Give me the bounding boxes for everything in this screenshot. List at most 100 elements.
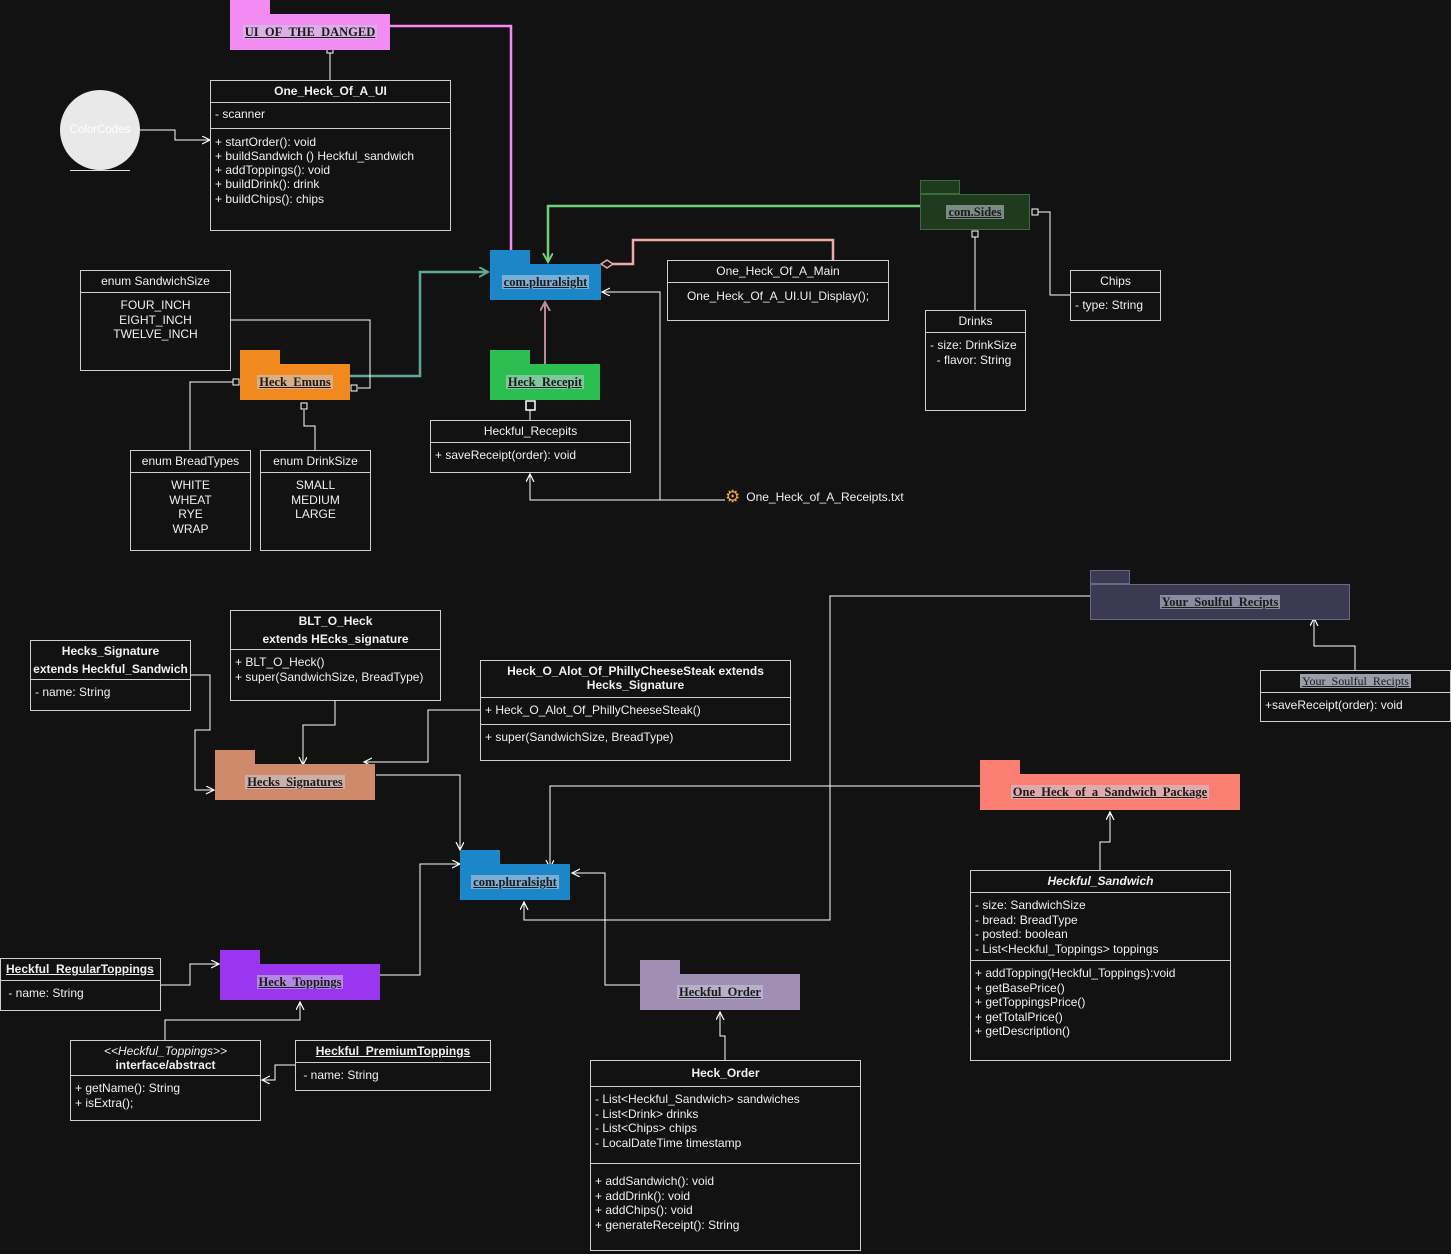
class-methods: +saveReceipt(order): void: [1261, 692, 1450, 717]
enum-sandwich-size[interactable]: enum SandwichSize FOUR_INCH EIGHT_INCH T…: [80, 270, 231, 371]
package-hecks-signatures[interactable]: Hecks_Signatures: [215, 750, 375, 800]
drinksize-connector: [303, 410, 316, 450]
class-heckful-recepits[interactable]: Heckful_Recepits + saveReceipt(order): v…: [430, 420, 631, 473]
colorcodes-connector: [140, 129, 210, 140]
package-tab: [640, 960, 680, 974]
class-methods: + BLT_O_Heck() + super(SandwichSize, Bre…: [231, 649, 440, 688]
class-heck-order[interactable]: Heck_Order - List<Heckful_Sandwich> sand…: [590, 1060, 861, 1251]
toppings-iface-connector: [164, 1002, 300, 1040]
package-tab: [230, 0, 270, 14]
sandwich-pkg-to-pluralsight-connector: [550, 785, 980, 868]
package-tab: [460, 850, 500, 864]
enum-drink-size[interactable]: enum DrinkSize SMALL MEDIUM LARGE: [260, 450, 371, 551]
package-heck-emuns[interactable]: Heck_Emuns: [240, 350, 350, 400]
class-title: Heckful_RegularToppings: [6, 962, 154, 976]
class-attributes: - size: SandwichSize - bread: BreadType …: [971, 892, 1230, 960]
receipts-file-to-pluralsight-connector: [602, 292, 661, 500]
class-title: Drinks: [958, 314, 993, 328]
package-label: Heck_Toppings: [256, 975, 344, 989]
package-label: com.pluralsight: [471, 875, 559, 889]
package-tab: [1090, 570, 1130, 584]
package-tab: [220, 950, 260, 964]
class-attributes: - size: DrinkSize - flavor: String: [926, 332, 1025, 371]
class-one-heck-of-a-main[interactable]: One_Heck_Of_A_Main One_Heck_Of_A_UI.UI_D…: [667, 260, 889, 321]
package-your-soulful-recipts[interactable]: Your_Soulful_Recipts: [1090, 570, 1350, 620]
class-blt-o-heck[interactable]: BLT_O_Heck extends HEcks_signature + BLT…: [230, 610, 441, 701]
package-label: Hecks_Signatures: [245, 775, 345, 789]
package-tab: [980, 760, 1020, 774]
class-title: Heck_O_Alot_Of_PhillyCheeseSteak extends…: [507, 664, 764, 692]
signatures-to-pluralsight-connector: [376, 774, 460, 850]
soulful-class-connector: [1314, 618, 1356, 670]
order-to-pluralsight-connector: [572, 873, 640, 986]
colorcodes-circle[interactable]: ColorCodes: [60, 90, 140, 170]
package-one-heck-of-a-sandwich-package[interactable]: One_Heck_of_a_Sandwich_Package: [980, 760, 1240, 810]
package-com-pluralsight-bottom[interactable]: com.pluralsight: [460, 850, 570, 900]
premium-toppings-connector: [262, 1064, 295, 1080]
sandwichsize-connector: [230, 319, 371, 389]
class-methods: + startOrder(): void + buildSandwich () …: [211, 127, 450, 210]
class-methods: + addTopping(Heckful_Toppings):void + ge…: [971, 960, 1230, 1043]
receipts-file-label: One_Heck_of_A_Receipts.txt: [746, 489, 904, 504]
class-heck-o-alot-of-phillycheesesteak[interactable]: Heck_O_Alot_Of_PhillyCheeseSteak extends…: [480, 660, 791, 761]
enum-title: enum SandwichSize: [101, 274, 210, 288]
heckful-sandwich-connector: [1099, 812, 1110, 870]
main-to-pluralsight-connector: [608, 238, 835, 266]
class-heckful-regular-toppings[interactable]: Heckful_RegularToppings - name: String: [0, 958, 161, 1011]
package-label: Your_Soulful_Recipts: [1159, 595, 1281, 609]
class-methods: + saveReceipt(order): void: [431, 442, 630, 467]
package-label: Heckful_Order: [677, 985, 763, 999]
package-label: com.pluralsight: [501, 275, 590, 289]
receipts-file[interactable]: ⚙ One_Heck_of_A_Receipts.txt: [725, 488, 904, 505]
class-attributes: - name: String: [296, 1062, 490, 1087]
class-body: One_Heck_Of_A_UI.UI_Display();: [668, 282, 888, 308]
class-hecks-signature[interactable]: Hecks_Signature extends Heckful_Sandwich…: [30, 640, 191, 711]
package-label: Heck_Recepit: [505, 375, 585, 389]
philly-connector: [364, 709, 480, 762]
blt-connector: [303, 700, 336, 765]
class-title: Heck_Order: [691, 1066, 760, 1080]
package-heck-toppings[interactable]: Heck_Toppings: [220, 950, 380, 1000]
enum-title: enum DrinkSize: [273, 454, 358, 468]
interface-heckful-toppings[interactable]: <<Heckful_Toppings>> interface/abstract …: [70, 1040, 261, 1121]
package-tab: [240, 350, 280, 364]
breadtypes-connector: [189, 381, 233, 450]
receipts-file-to-recepits-connector: [530, 474, 725, 501]
class-title: One_Heck_Of_A_Main: [716, 264, 840, 278]
package-ui-of-the-danged[interactable]: UI_OF_THE_DANGED: [230, 0, 390, 50]
package-label: UI_OF_THE_DANGED: [242, 25, 378, 39]
class-heckful-sandwich[interactable]: Heckful_Sandwich - size: SandwichSize - …: [970, 870, 1231, 1061]
interface-stereotype: <<Heckful_Toppings>>: [104, 1044, 227, 1058]
toppings-to-pluralsight-connector: [380, 864, 460, 976]
package-com-pluralsight-top[interactable]: com.pluralsight: [490, 250, 601, 300]
enum-bread-types[interactable]: enum BreadTypes WHITE WHEAT RYE WRAP: [130, 450, 251, 551]
class-methods: + super(SandwichSize, BreadType): [481, 723, 790, 749]
package-heckful-order[interactable]: Heckful_Order: [640, 960, 800, 1010]
package-label: One_Heck_of_a_Sandwich_Package: [1010, 785, 1210, 799]
class-your-soulful-recipts[interactable]: Your_Soulful_Recipts +saveReceipt(order)…: [1260, 670, 1451, 722]
enum-title: enum BreadTypes: [141, 454, 240, 468]
class-drinks[interactable]: Drinks - size: DrinkSize - flavor: Strin…: [925, 310, 1026, 411]
class-attributes: - name: String: [31, 679, 190, 704]
regular-toppings-connector: [160, 964, 219, 986]
class-heckful-premium-toppings[interactable]: Heckful_PremiumToppings - name: String: [295, 1040, 491, 1091]
package-com-sides[interactable]: com.Sides: [920, 180, 1030, 230]
class-title: Heckful_Sandwich: [1047, 874, 1154, 888]
class-one-heck-of-a-ui[interactable]: One_Heck_Of_A_UI - scanner + startOrder(…: [210, 80, 451, 231]
class-title: One_Heck_Of_A_UI: [274, 84, 387, 98]
colorcodes-underline: [70, 170, 130, 171]
class-title: BLT_O_Heck extends HEcks_signature: [262, 614, 409, 646]
ui-to-pluralsight-connector: [390, 24, 511, 262]
class-title: Heckful_PremiumToppings: [315, 1044, 471, 1058]
hecks-signature-connector: [190, 674, 214, 790]
emuns-to-pluralsight-connector: [350, 272, 488, 378]
class-chips[interactable]: Chips - type: String: [1070, 270, 1161, 321]
package-label: Heck_Emuns: [257, 375, 333, 389]
class-methods: + getName(): String + isExtra();: [71, 1075, 260, 1114]
package-tab: [490, 350, 530, 364]
interface-kind: interface/abstract: [115, 1058, 216, 1072]
package-heck-recepit[interactable]: Heck_Recepit: [490, 350, 600, 400]
class-title: <<Heckful_Toppings>> interface/abstract: [71, 1041, 260, 1075]
sides-to-pluralsight-connector: [548, 204, 920, 262]
class-title-text: Your_Soulful_Recipts: [1300, 674, 1411, 688]
